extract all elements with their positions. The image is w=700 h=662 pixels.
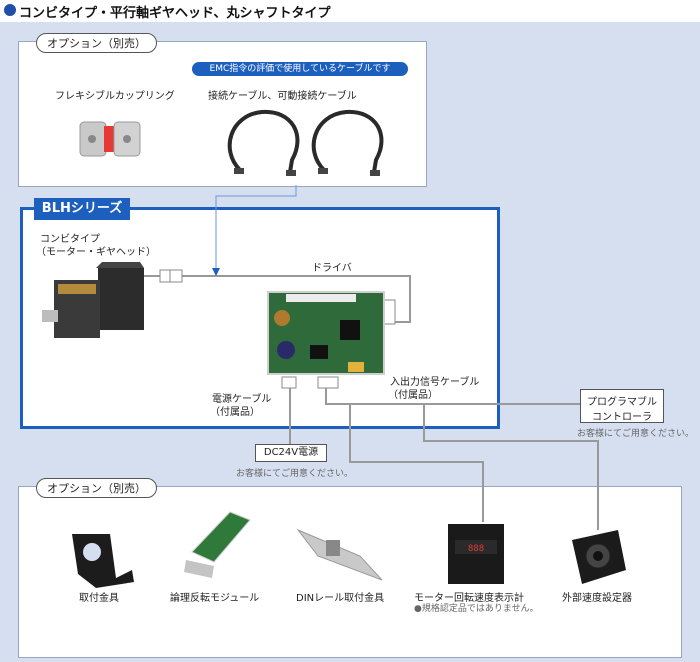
driver-label: ドライバ xyxy=(312,263,352,274)
motor-label-2: （モーター・ギヤヘッド） xyxy=(36,247,156,258)
power-supply-box: DC24V電源 xyxy=(255,444,327,462)
io-to-plc-line xyxy=(325,388,580,405)
power-cable-label-1: 電源ケーブル xyxy=(212,394,272,405)
speed-meter-image: 888 xyxy=(448,524,504,584)
driver-board-image xyxy=(267,291,385,375)
din-rail-bracket-image xyxy=(296,528,383,581)
emc-badge: EMC指令の評価で使用しているケーブルです xyxy=(192,62,408,76)
io-to-setter-line xyxy=(423,405,599,530)
item-mounting-bracket: 取付金具 xyxy=(79,593,119,604)
programmable-controller-box: プログラマブル コントローラ xyxy=(580,389,664,423)
cable-arrow xyxy=(212,185,297,276)
title-bar xyxy=(0,0,700,22)
blh-series-tab: BLHシリーズ xyxy=(34,198,130,220)
connectors xyxy=(159,269,396,389)
svg-text:888: 888 xyxy=(468,544,484,554)
cable-label: 接続ケーブル、可動接続ケーブル xyxy=(208,91,357,102)
programmable-note: お客様にてご用意ください。 xyxy=(577,429,695,439)
logic-inverter-image xyxy=(184,511,251,578)
speed-meter-note: ●規格認定品ではありません。 xyxy=(414,604,539,614)
programmable-line2: コントローラ xyxy=(592,412,652,423)
item-speed-setter: 外部速度設定器 xyxy=(562,593,632,604)
item-din-rail-bracket: DINレール取付金具 xyxy=(296,593,385,604)
cable-connectors xyxy=(234,168,380,176)
item-speed-meter: モーター回転速度表示計 xyxy=(414,593,524,604)
motor-driver-line xyxy=(142,275,411,323)
item-logic-inverter: 論理反転モジュール xyxy=(170,593,260,604)
coupling-label: フレキシブルカップリング xyxy=(55,91,175,102)
bottom-option-label: オプション（別売） xyxy=(36,478,157,498)
programmable-line1: プログラマブル xyxy=(587,397,657,408)
motor-image xyxy=(42,262,144,338)
mounting-bracket-image xyxy=(72,534,134,588)
io-to-meter-line xyxy=(349,405,484,522)
io-cable-label-1: 入出力信号ケーブル xyxy=(390,377,480,388)
motor-label-1: コンビタイプ xyxy=(40,234,100,245)
page-title: コンビタイプ・平行軸ギヤヘッド、丸シャフトタイプ xyxy=(19,6,331,21)
cable-images xyxy=(227,109,384,173)
io-cable-label-2: （付属品） xyxy=(388,390,438,401)
coupling-image xyxy=(79,121,141,157)
connection-lines xyxy=(142,275,599,530)
power-cable-label-2: （付属品） xyxy=(210,407,260,418)
power-supply-note: お客様にてご用意ください。 xyxy=(236,469,354,479)
speed-setter-image xyxy=(572,530,626,584)
bullet-icon xyxy=(4,4,16,16)
top-option-label: オプション（別売） xyxy=(36,33,157,53)
